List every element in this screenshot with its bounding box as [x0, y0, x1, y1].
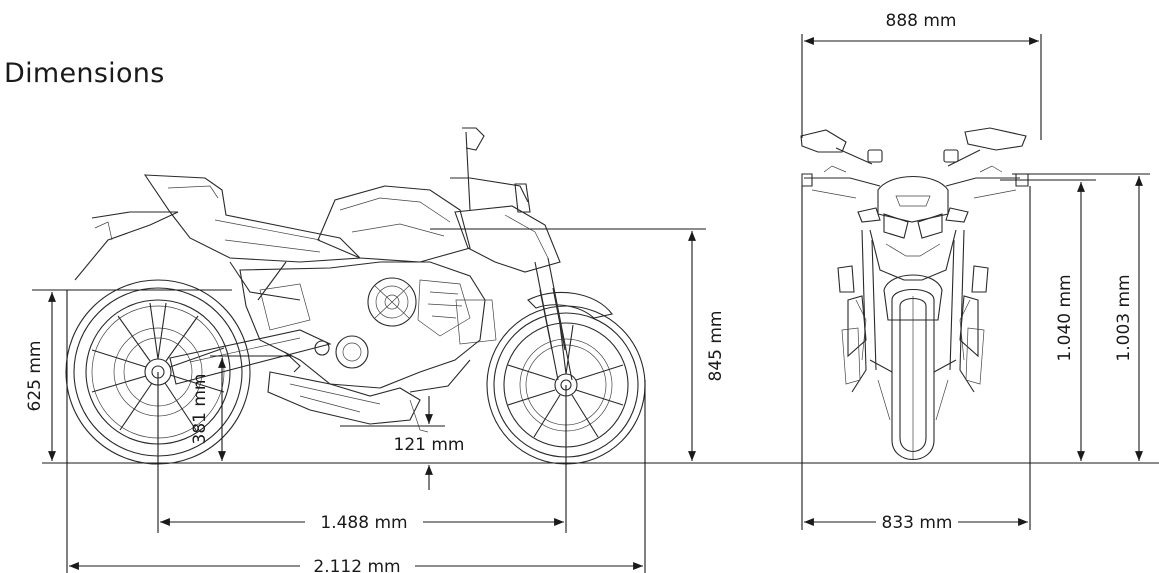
ground-clearance-label: 121 mm	[394, 435, 465, 455]
mirror-width-label: 888 mm	[886, 11, 957, 31]
overall-length-label: 2.112 mm	[313, 557, 400, 573]
axle-height-label: 381 mm	[190, 374, 210, 445]
front-view-motorcycle	[800, 127, 1029, 461]
page-title: Dimensions	[4, 58, 165, 89]
seat-height-label: 845 mm	[706, 311, 726, 382]
rear-peg-height-label: 625 mm	[25, 341, 45, 412]
height-to-mirror-label: 1.040 mm	[1055, 274, 1075, 361]
wheelbase-label: 1.488 mm	[320, 513, 407, 533]
side-view-motorcycle	[65, 127, 646, 465]
handlebar-width-label: 833 mm	[882, 513, 953, 533]
overall-height-label: 1.003 mm	[1114, 274, 1134, 361]
